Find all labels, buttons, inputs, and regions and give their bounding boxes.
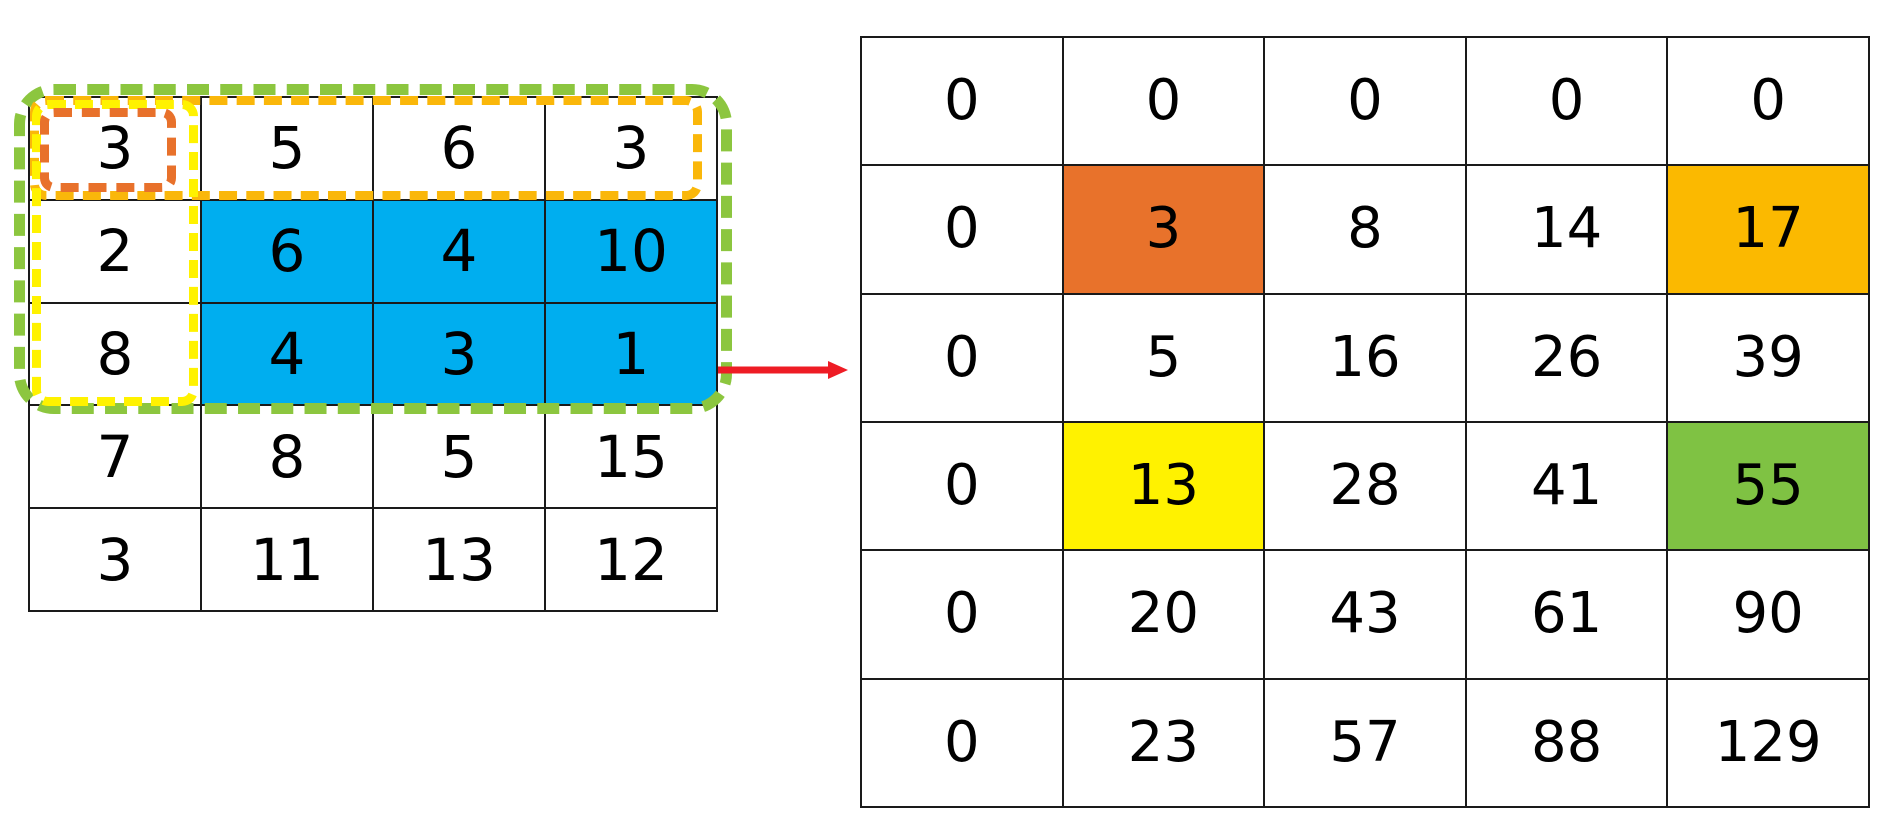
- cell-r0c2: 6: [372, 96, 546, 201]
- pcell-r3c4: 55: [1666, 420, 1870, 552]
- cell-r3c1: 8: [200, 404, 374, 510]
- cell-r1c3: 10: [544, 198, 718, 304]
- table-row: 0 3 8 14 17: [860, 164, 1870, 295]
- cell-r0c3: 3: [544, 96, 718, 201]
- prefix-sum-matrix-table: 0 0 0 0 0 0 3 8 14 17 0 5 16 26: [860, 35, 1870, 809]
- cell-r3c3: 15: [544, 404, 718, 510]
- cell-r1c0: 2: [28, 198, 202, 304]
- pcell-r5c3: 88: [1464, 677, 1669, 809]
- pcell-r1c3: 14: [1464, 164, 1669, 295]
- table-row: 0 20 43 61 90: [860, 549, 1870, 680]
- pcell-r0c3: 0: [1464, 35, 1669, 167]
- cell-r1c2: 4: [372, 198, 546, 304]
- table-row: 3 11 13 12: [28, 507, 718, 612]
- pcell-r3c0: 0: [860, 420, 1064, 552]
- pcell-r0c0: 0: [860, 35, 1064, 167]
- pcell-r5c4: 129: [1666, 677, 1870, 809]
- pcell-r2c3: 26: [1464, 292, 1669, 423]
- cell-r0c1: 5: [200, 96, 374, 201]
- cell-r4c3: 12: [544, 507, 718, 612]
- pcell-r1c0: 0: [860, 164, 1064, 295]
- pcell-r0c2: 0: [1263, 35, 1467, 167]
- table-row: 7 8 5 15: [28, 404, 718, 510]
- pcell-r5c1: 23: [1061, 677, 1266, 809]
- table-row: 8 4 3 1: [28, 301, 718, 407]
- pcell-r2c1: 5: [1061, 292, 1266, 423]
- pcell-r4c0: 0: [860, 549, 1064, 680]
- transform-arrow-icon: [718, 361, 848, 379]
- pcell-r2c4: 39: [1666, 292, 1870, 423]
- cell-r4c0: 3: [28, 507, 202, 612]
- cell-r3c0: 7: [28, 404, 202, 510]
- pcell-r0c1: 0: [1061, 35, 1266, 167]
- table-row: 2 6 4 10: [28, 198, 718, 304]
- pcell-r5c0: 0: [860, 677, 1064, 809]
- pcell-r1c4: 17: [1666, 164, 1870, 295]
- table-row: 0 0 0 0 0: [860, 35, 1870, 167]
- pcell-r4c2: 43: [1263, 549, 1467, 680]
- cell-r2c0: 8: [28, 301, 202, 407]
- cell-r2c2: 3: [372, 301, 546, 407]
- pcell-r2c2: 16: [1263, 292, 1467, 423]
- table-row: 0 5 16 26 39: [860, 292, 1870, 423]
- pcell-r4c1: 20: [1061, 549, 1266, 680]
- table-row: 0 23 57 88 129: [860, 677, 1870, 809]
- cell-r4c1: 11: [200, 507, 374, 612]
- source-matrix-panel: 3 5 6 3 2 6 4 10 8 4 3 1 7: [28, 96, 718, 612]
- prefix-sum-matrix-panel: 0 0 0 0 0 0 3 8 14 17 0 5 16 26: [860, 35, 1870, 809]
- cell-r4c2: 13: [372, 507, 546, 612]
- pcell-r2c0: 0: [860, 292, 1064, 423]
- pcell-r1c1: 3: [1061, 164, 1266, 295]
- pcell-r0c4: 0: [1666, 35, 1870, 167]
- cell-r2c1: 4: [200, 301, 374, 407]
- cell-r2c3: 1: [544, 301, 718, 407]
- pcell-r4c4: 90: [1666, 549, 1870, 680]
- pcell-r4c3: 61: [1464, 549, 1669, 680]
- table-row: 3 5 6 3: [28, 96, 718, 201]
- cell-r1c1: 6: [200, 198, 374, 304]
- table-row: 0 13 28 41 55: [860, 420, 1870, 552]
- source-matrix-table: 3 5 6 3 2 6 4 10 8 4 3 1 7: [28, 96, 718, 612]
- pcell-r3c1: 13: [1061, 420, 1266, 552]
- pcell-r5c2: 57: [1263, 677, 1467, 809]
- cell-r0c0: 3: [28, 96, 202, 201]
- cell-r3c2: 5: [372, 404, 546, 510]
- pcell-r3c3: 41: [1464, 420, 1669, 552]
- pcell-r1c2: 8: [1263, 164, 1467, 295]
- pcell-r3c2: 28: [1263, 420, 1467, 552]
